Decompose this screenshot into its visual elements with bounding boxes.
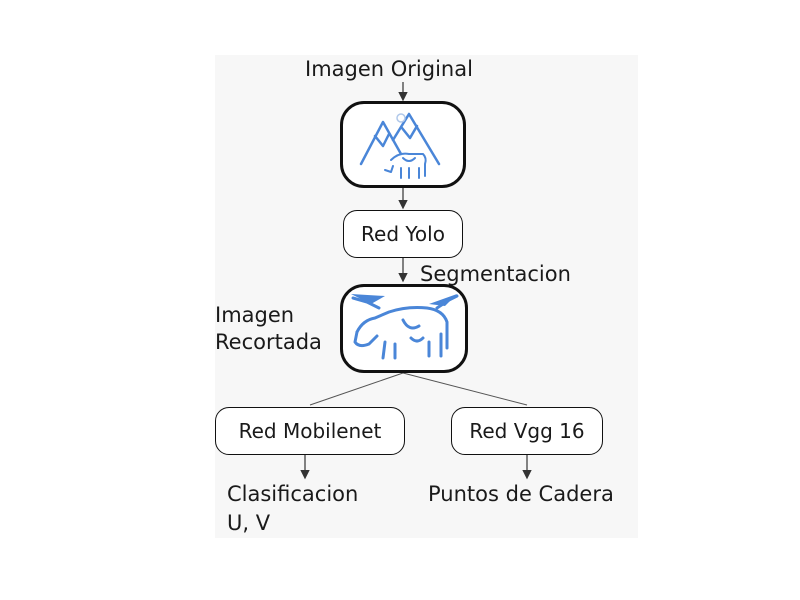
mountains-cow-icon <box>359 112 441 179</box>
red-vgg16-node: Red Vgg 16 <box>451 407 603 455</box>
label-original-image: Imagen Original <box>305 57 473 81</box>
cropped-image-node <box>340 284 468 373</box>
cropped-cow-icon <box>351 293 459 359</box>
label-cropped-image-line2: Recortada <box>215 330 322 354</box>
red-yolo-node: Red Yolo <box>343 210 463 258</box>
label-segmentation: Segmentacion <box>420 262 571 286</box>
edge-cropped-to-mobilenet <box>309 372 404 406</box>
label-classification-line1: Clasificacion <box>227 482 359 506</box>
label-cropped-image-line1: Imagen <box>215 303 295 327</box>
edge-cropped-to-vgg <box>402 372 528 406</box>
red-mobilenet-node: Red Mobilenet <box>215 407 405 455</box>
original-image-node <box>340 101 466 188</box>
label-hip-points: Puntos de Cadera <box>428 482 614 506</box>
label-classification-line2: U, V <box>227 511 271 535</box>
